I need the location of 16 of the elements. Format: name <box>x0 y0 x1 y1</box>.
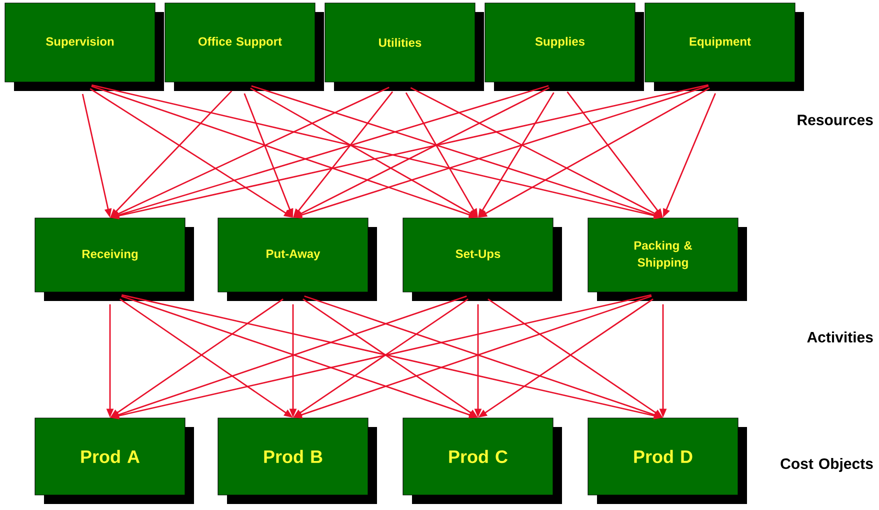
box: Utilities <box>324 2 484 91</box>
box: Equipment <box>644 2 804 91</box>
layer-label: Cost Objects <box>780 458 873 472</box>
box: Prod A <box>34 418 194 504</box>
box: Prod D <box>588 418 747 504</box>
layer-label: Resources <box>798 114 873 126</box>
box: Put-Away <box>218 218 377 301</box>
box: Supervision <box>4 2 164 91</box>
box: Receiving <box>34 218 194 301</box>
box: Supplies <box>484 2 644 91</box>
box: Prod C <box>402 418 562 504</box>
box: Office Support <box>164 2 324 91</box>
box: Set-Ups <box>402 218 562 301</box>
layer-label: Activities <box>807 331 873 342</box>
box: Packing & Shipping <box>588 218 747 301</box>
box: Prod B <box>218 418 377 504</box>
